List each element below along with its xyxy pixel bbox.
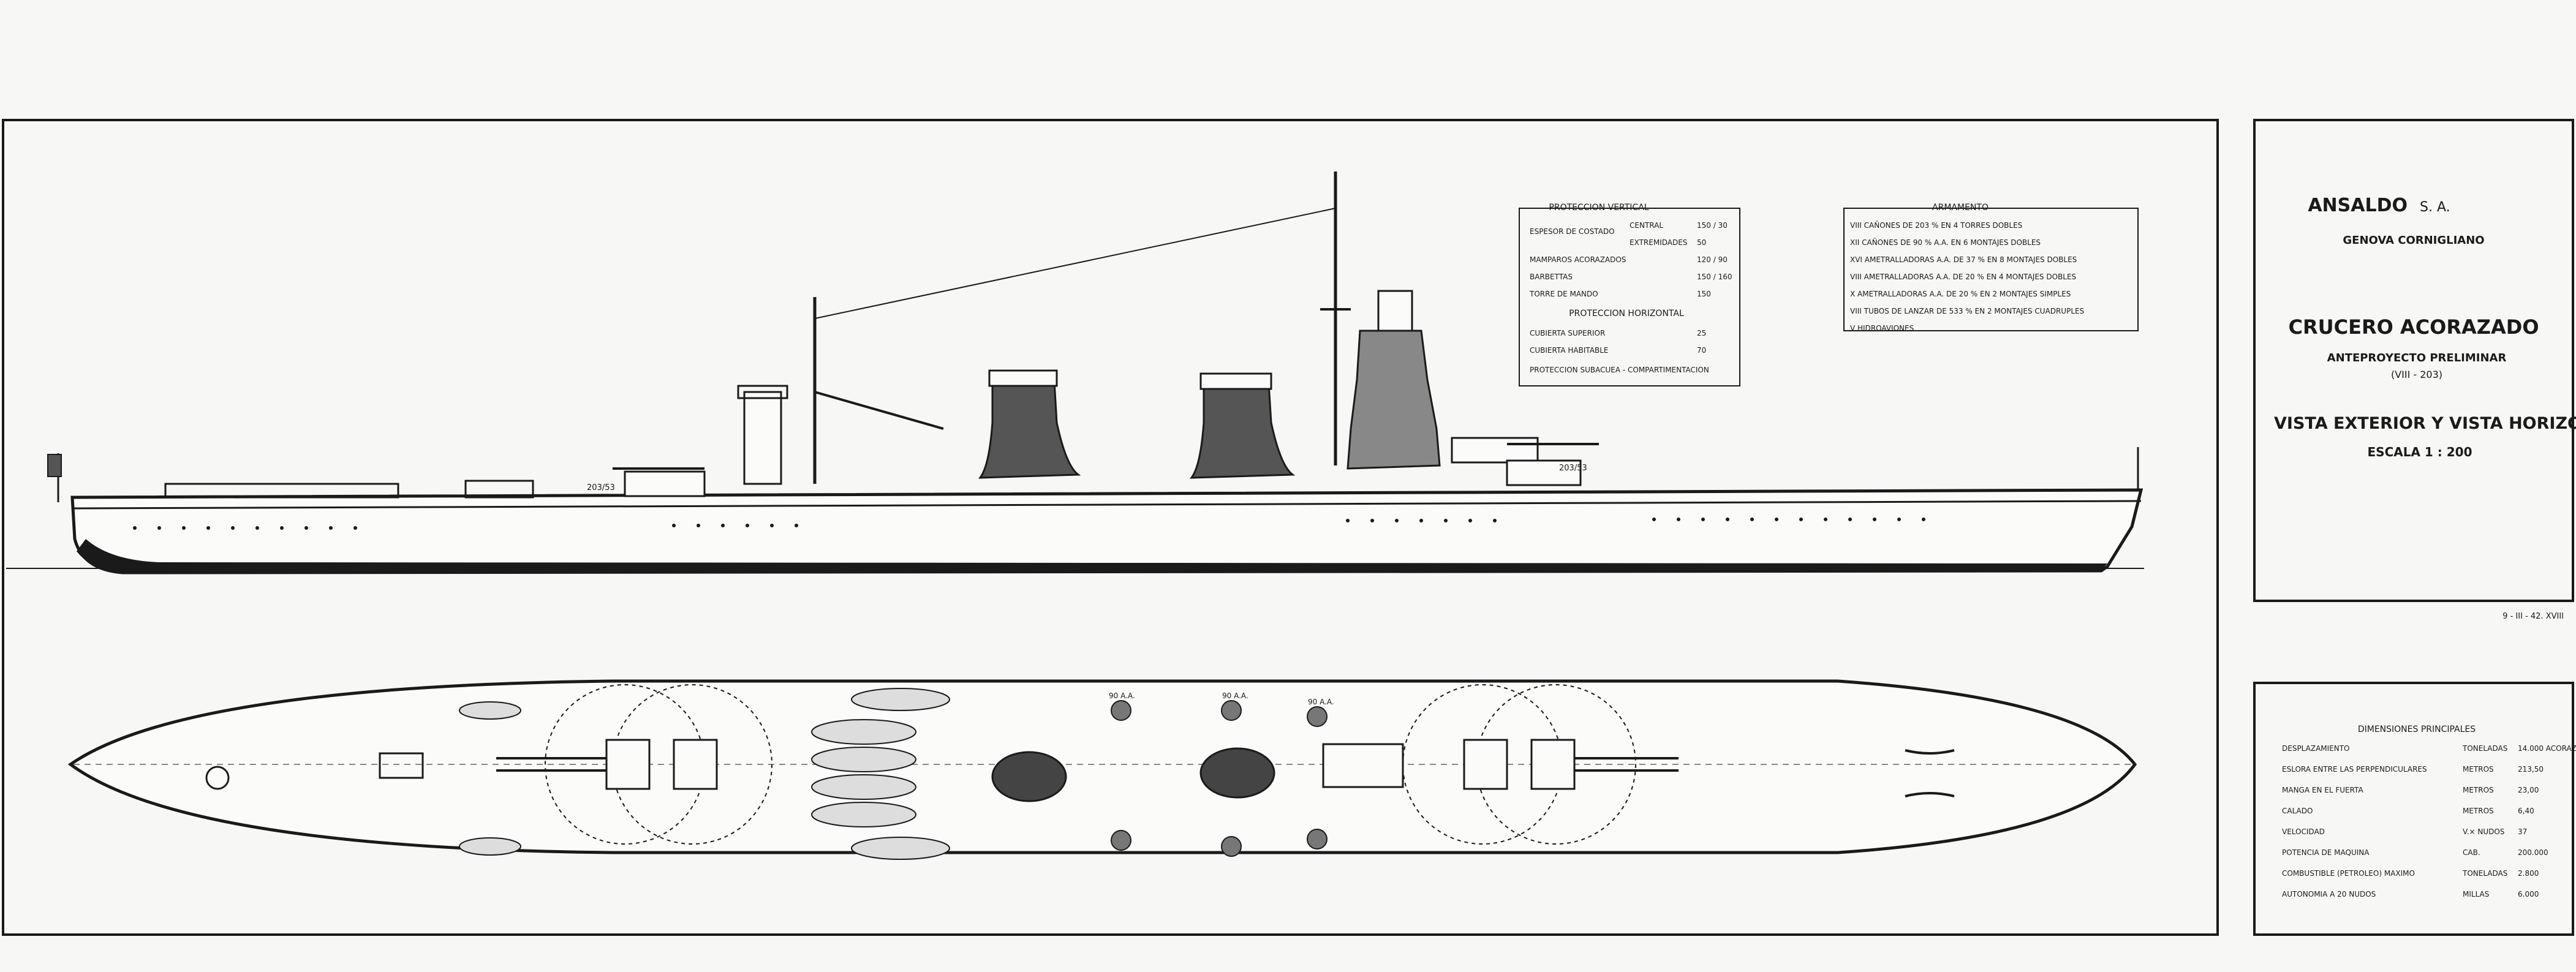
prot-row-value: 150 / 160 [1697,273,1732,281]
project-code: (VIII - 203) [2391,369,2442,380]
prot-underwater: PROTECCION SUBACUEA - COMPARTIMENTACION [1530,366,1709,374]
dim-unit: METROS [2463,786,2494,794]
dim-label: VELOCIDAD [2282,827,2325,836]
dim-value: 37 [2518,827,2527,836]
prot-row-value: 120 / 90 [1697,255,1728,264]
dim-value: 6,40 [2518,807,2534,815]
prot-row-sub: CENTRAL [1630,221,1663,230]
turret-label-aft: 203/53 [587,483,615,492]
view-title: VISTA EXTERIOR Y VISTA HORIZONT [2274,414,2576,433]
protection-horizontal-title: PROTECCION HORIZONTAL [1569,309,1684,318]
plan-view: 90 A.A. 90 A.A. 90 A.A. [67,679,2137,860]
dim-unit: MILLAS [2463,890,2489,899]
dim-value: 213,50 [2518,765,2544,774]
turret-plan-3 [1463,739,1508,790]
armament-item: V HIDROAVIONES [1850,324,1914,333]
dim-value: 200.000 [2518,848,2548,857]
dimensions-table: DIMENSIONES PRINCIPALES DESPLAZAMIENTO T… [2282,725,2576,899]
turret-plan-2 [673,739,718,790]
dim-label: ESLORA ENTRE LAS PERPENDICULARES [2282,765,2427,774]
prot-row-label: TORRE DE MANDO [1529,290,1598,298]
turret-label-fore: 203/53 [1559,464,1587,473]
aa-mounts [1111,700,1328,857]
prot-row-value: 150 [1697,290,1711,298]
prot-row-label: BARBETTAS [1530,273,1573,281]
dim-label: CALADO [2282,807,2313,815]
title-block: ANSALDO S. A. GENOVA CORNIGLIANO CRUCERO… [2274,195,2576,621]
dimensions-title: DIMENSIONES PRINCIPALES [2358,725,2476,734]
armament-title: ARMAMENTO [1932,203,1989,213]
aft-funnel [978,369,1081,479]
dim-value: 23,00 [2518,786,2539,794]
prot-hrow-value: 70 [1697,346,1706,355]
protection-vertical-title: PROTECCION VERTICAL [1549,203,1649,213]
prot-hrow-label: CUBIERTA SUPERIOR [1530,329,1605,337]
prot-row-value: 150 / 30 [1697,221,1728,230]
dim-label: POTENCIA DE MAQUINA [2282,848,2370,857]
armament-table: ARMAMENTO VIII CAÑONES DE 203 % EN 4 TOR… [1843,203,2139,333]
dim-unit: TONELADAS [2462,869,2507,878]
prot-row-sub: EXTREMIDADES [1630,238,1687,247]
dimensions-frame [2253,682,2574,936]
dim-value: 2.800 [2518,869,2539,878]
dim-label: AUTONOMIA A 20 NUDOS [2282,890,2376,899]
prot-hrow-label: CUBIERTA HABITABLE [1530,346,1609,355]
fore-funnel [1189,372,1296,479]
dim-value: 14.000 ACORAZ. [2518,744,2576,753]
turret-plan-4 [1530,739,1576,790]
title-frame [2253,119,2574,602]
dim-label: MANGA EN EL FUERTA [2282,786,2363,794]
boats [459,688,950,860]
armament-item: XII CAÑONES DE 90 % A.A. EN 6 MONTAJES D… [1850,238,2041,247]
company-name: ANSALDO [2308,195,2408,216]
dim-value: 6.000 [2518,890,2539,899]
aft-funnel-plan [991,751,1067,802]
prot-row-value: 50 [1697,238,1706,247]
ship-type: CRUCERO ACORAZADO [2288,315,2539,339]
armament-item: VIII CAÑONES DE 203 % EN 4 TORRES DOBLES [1850,220,2022,230]
ensign-flag [47,454,62,477]
dim-unit: METROS [2463,765,2494,774]
company-suffix: S. A. [2420,200,2450,215]
scale: ESCALA 1 : 200 [2368,445,2472,459]
hull-plan [67,679,2137,854]
dim-unit: TONELADAS [2462,744,2507,753]
drawing-date: 9 - III - 42. XVIII [2502,612,2564,621]
turret-plan-1 [605,739,651,790]
fore-funnel-plan [1199,747,1275,799]
company-location: GENOVA CORNIGLIANO [2343,234,2484,247]
armament-item: X AMETRALLADORAS A.A. DE 20 % EN 2 MONTA… [1850,290,2071,298]
dim-label: COMBUSTIBLE (PETROLEO) MAXIMO [2282,869,2415,878]
prot-row-label: MAMPAROS ACORAZADOS [1530,255,1626,264]
project-name: ANTEPROYECTO PRELIMINAR [2327,352,2507,364]
armament-item: XVI AMETRALLADORAS A.A. DE 37 % EN 8 MON… [1850,255,2077,264]
fore-tower [1347,330,1441,470]
side-elevation: 203/53 203/53 [6,171,2144,575]
dim-unit: METROS [2463,807,2494,815]
dim-label: DESPLAZAMIENTO [2282,744,2350,753]
prot-row-label: ESPESOR DE COSTADO [1530,227,1615,236]
dim-unit: CAB. [2463,848,2480,857]
portholes [133,518,1925,530]
protection-table: PROTECCION VERTICAL ESPESOR DE COSTADO C… [1519,203,1740,386]
armament-item: VIII TUBOS DE LANZAR DE 533 % EN 2 MONTA… [1850,307,2084,315]
prot-hrow-value: 25 [1697,329,1706,337]
bridge-plan [1322,743,1404,788]
aa-label-1: 90 A.A. [1109,691,1135,700]
fore-turret-side [1451,437,1539,464]
aa-label-3: 90 A.A. [1308,698,1334,706]
aa-label-2: 90 A.A. [1222,691,1248,700]
main-frame [2,119,2219,936]
armament-item: VIII AMETRALLADORAS A.A. DE 20 % EN 4 MO… [1850,273,2076,281]
aft-turret-side [624,470,706,497]
dim-unit: V.× NUDOS [2463,827,2504,836]
